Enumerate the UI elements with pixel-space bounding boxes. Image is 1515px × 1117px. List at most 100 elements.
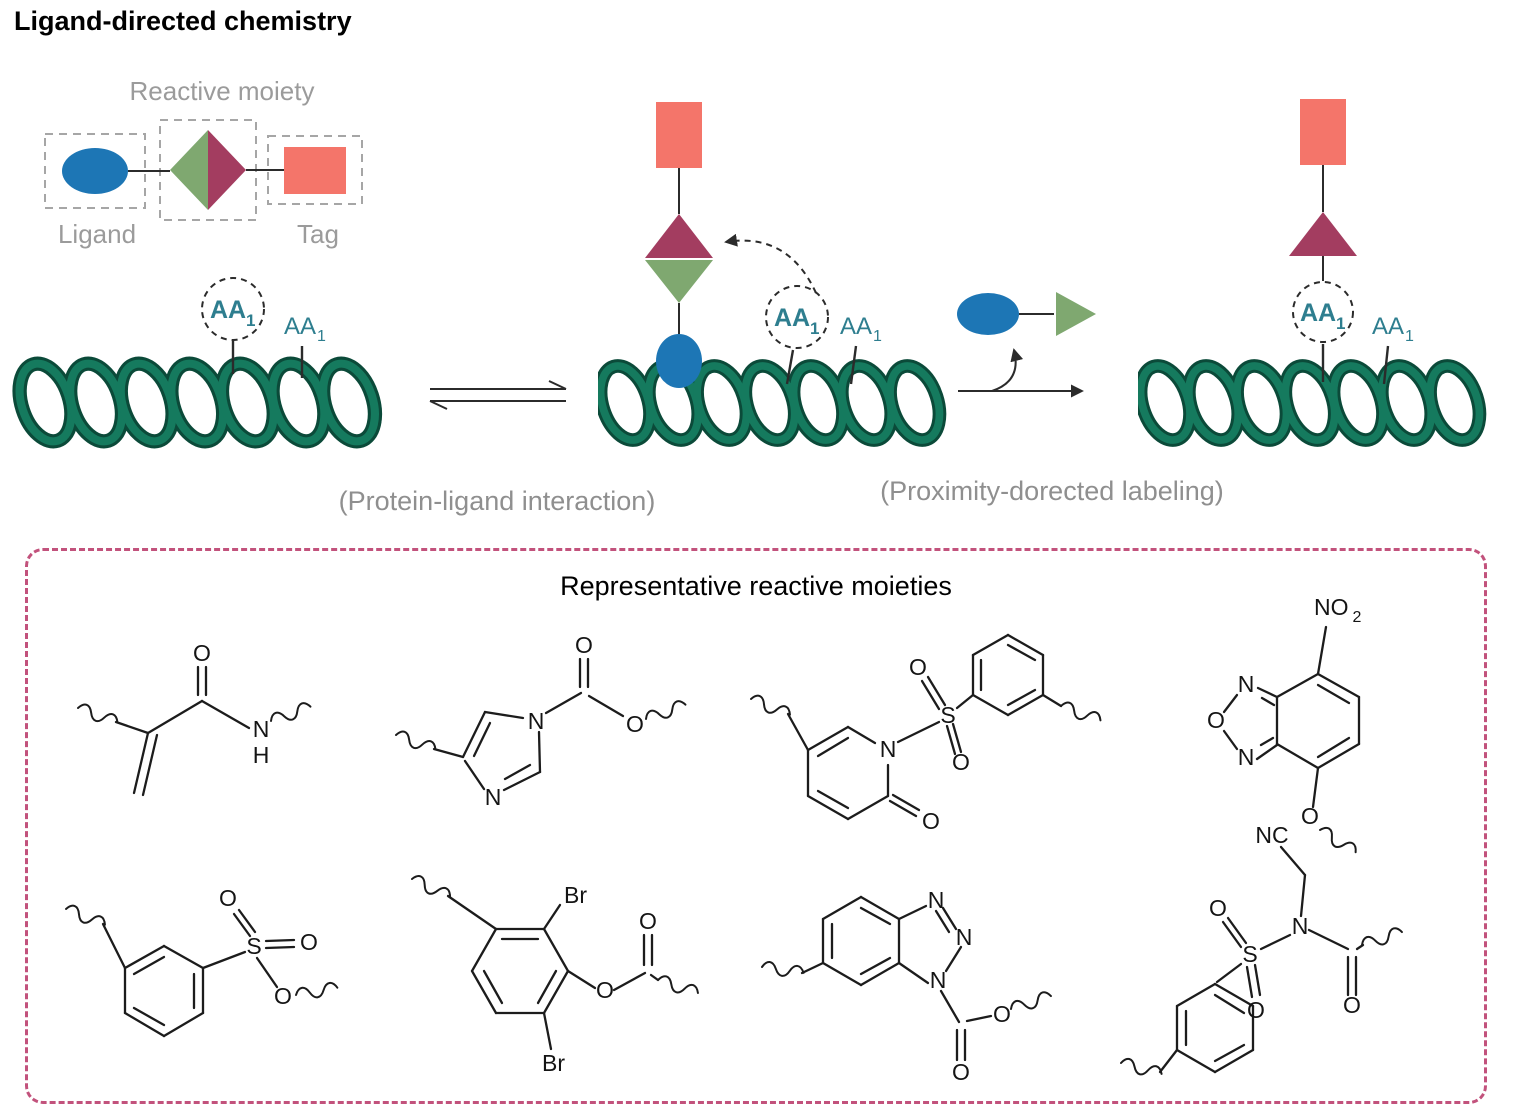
structure-n-sulfonyl-pyridone: N S O O O: [747, 633, 1104, 834]
aa1-label: AA: [210, 296, 246, 324]
reactive-moiety-maroon-triangle: [1289, 212, 1357, 256]
aa1-label: AA: [1300, 299, 1336, 327]
ligand-ellipse: [656, 334, 702, 388]
panel-title: Representative reactive moieties: [560, 571, 952, 601]
tag-dashed-box: [267, 135, 363, 205]
bond-lines: [1222, 625, 1361, 859]
atom-label-O: O: [219, 885, 237, 911]
atom-label-O: O: [639, 908, 657, 934]
legend-probe: Reactive moiety Ligand Tag: [44, 76, 363, 249]
bond-lines: [747, 633, 1104, 821]
atom-label-Br: Br: [564, 882, 587, 908]
tag-rectangle: [284, 147, 346, 194]
atom-label-O: O: [1301, 803, 1319, 829]
structure-imidazole-carboxylate: N N O O: [392, 632, 688, 810]
proximity-dashed-arrow: [724, 233, 817, 294]
atom-label-N: N: [253, 716, 270, 742]
atom-label-O: O: [575, 632, 593, 658]
reactive-moiety-green-triangle: [645, 260, 713, 303]
atom-label-NO2: NO: [1314, 594, 1349, 620]
atom-label-O: O: [1343, 992, 1361, 1018]
labeled-product: [1289, 99, 1357, 281]
atom-label-O: O: [300, 929, 318, 955]
aa1-label-sub: 1: [1405, 328, 1414, 345]
atom-label-Br: Br: [542, 1050, 565, 1076]
tag-rectangle: [656, 102, 702, 168]
tag-label: Tag: [297, 219, 339, 249]
structure-cyanomethyl-acylsulfonamide: NC O S O N O: [1120, 822, 1405, 1081]
atom-label-O: O: [1207, 707, 1225, 733]
page-title: Ligand-directed chemistry: [14, 6, 352, 36]
aa1-label: AA: [284, 313, 316, 340]
atom-label-S: S: [940, 702, 955, 728]
bond-lines: [408, 872, 701, 1051]
protein-helix: [1132, 360, 1488, 447]
protein-helix: [10, 357, 384, 448]
atom-label-N: N: [1238, 744, 1255, 770]
bond-lines: [760, 895, 1054, 1062]
equilibrium-arrows: [429, 380, 567, 410]
tag-rectangle: [1300, 99, 1346, 165]
aa1-label: AA: [840, 313, 872, 340]
ligand-ellipse: [957, 293, 1019, 335]
reactive-moiety-green-triangle: [170, 130, 208, 210]
helix1-residues: AA 1 AA 1: [201, 277, 326, 378]
structure-dibromophenyl-ester: Br Br O O: [408, 872, 701, 1076]
aa1-dashed-circle: [765, 285, 829, 349]
atom-label-N: N: [956, 924, 973, 950]
helix3-residues: AA 1 AA 1: [1292, 281, 1414, 385]
aa1-dashed-circle: [1292, 281, 1354, 343]
atom-label-O: O: [922, 808, 940, 834]
reactive-moiety-label: Reactive moiety: [130, 76, 315, 106]
atom-label-O: O: [1247, 997, 1265, 1023]
protein-helix: [592, 360, 948, 447]
ligand-dashed-box: [44, 133, 146, 209]
atom-label-O: O: [952, 1059, 970, 1085]
bond-lines: [74, 665, 314, 797]
atom-label-N: N: [928, 887, 945, 913]
reactive-moieties-panel: Representative reactive moieties O N H: [25, 548, 1487, 1104]
atom-label-N: N: [930, 967, 947, 993]
bond-lines: [62, 902, 340, 1038]
atom-label-O: O: [952, 749, 970, 775]
structure-nitrobenzofurazan: NO 2 N O N O: [1207, 594, 1362, 859]
leaving-group-arrow: [991, 348, 1024, 392]
aa1-dashed-circle: [201, 277, 265, 341]
atom-label-NC: NC: [1255, 822, 1288, 848]
aa1-label: AA: [774, 304, 810, 332]
ligand-label: Ligand: [58, 219, 136, 249]
structure-aryl-sulfonate: O S O O: [62, 885, 340, 1038]
atom-label-N: N: [528, 708, 545, 734]
caption-proximity-labeling: (Proximity-dorected labeling): [880, 476, 1224, 506]
bound-probe: [645, 102, 817, 388]
bond-lines: [392, 657, 688, 792]
helix2-residues: AA 1 AA 1: [765, 285, 882, 385]
aa1-label-sub: 1: [873, 328, 882, 345]
atom-label-N: N: [485, 784, 502, 810]
structure-acrylamide: O N H: [74, 640, 314, 797]
atom-label-O: O: [596, 977, 614, 1003]
reactive-moiety-maroon-triangle: [645, 214, 713, 258]
bond-lines: [1120, 845, 1405, 1081]
scheme-top: Ligand-directed chemistry Reactive moiet…: [0, 6, 1515, 516]
aa1-label: AA: [1372, 313, 1404, 340]
aa1-label-sub: 1: [317, 328, 326, 345]
reactive-moiety-maroon-triangle: [208, 130, 246, 210]
labeling-step: [957, 292, 1096, 398]
atom-label-O: O: [193, 640, 211, 666]
atom-label-O: O: [993, 1001, 1011, 1027]
atom-label-S: S: [246, 933, 261, 959]
reactive-moiety-green-triangle: [1056, 292, 1096, 336]
aa1-label-sub: 1: [1336, 314, 1345, 333]
aa1-label-sub: 1: [810, 319, 819, 338]
atom-label-N: N: [1238, 671, 1255, 697]
atom-label-S: S: [1242, 941, 1257, 967]
atom-label-NO2-sub: 2: [1353, 609, 1362, 626]
atom-label-O: O: [274, 983, 292, 1009]
atom-label-N: N: [1292, 913, 1309, 939]
aa1-label-sub: 1: [246, 311, 255, 330]
structure-benzotriazole-carboxylate: N N N O O: [760, 887, 1054, 1085]
atom-label-O: O: [909, 654, 927, 680]
atom-label-N: N: [880, 736, 897, 762]
